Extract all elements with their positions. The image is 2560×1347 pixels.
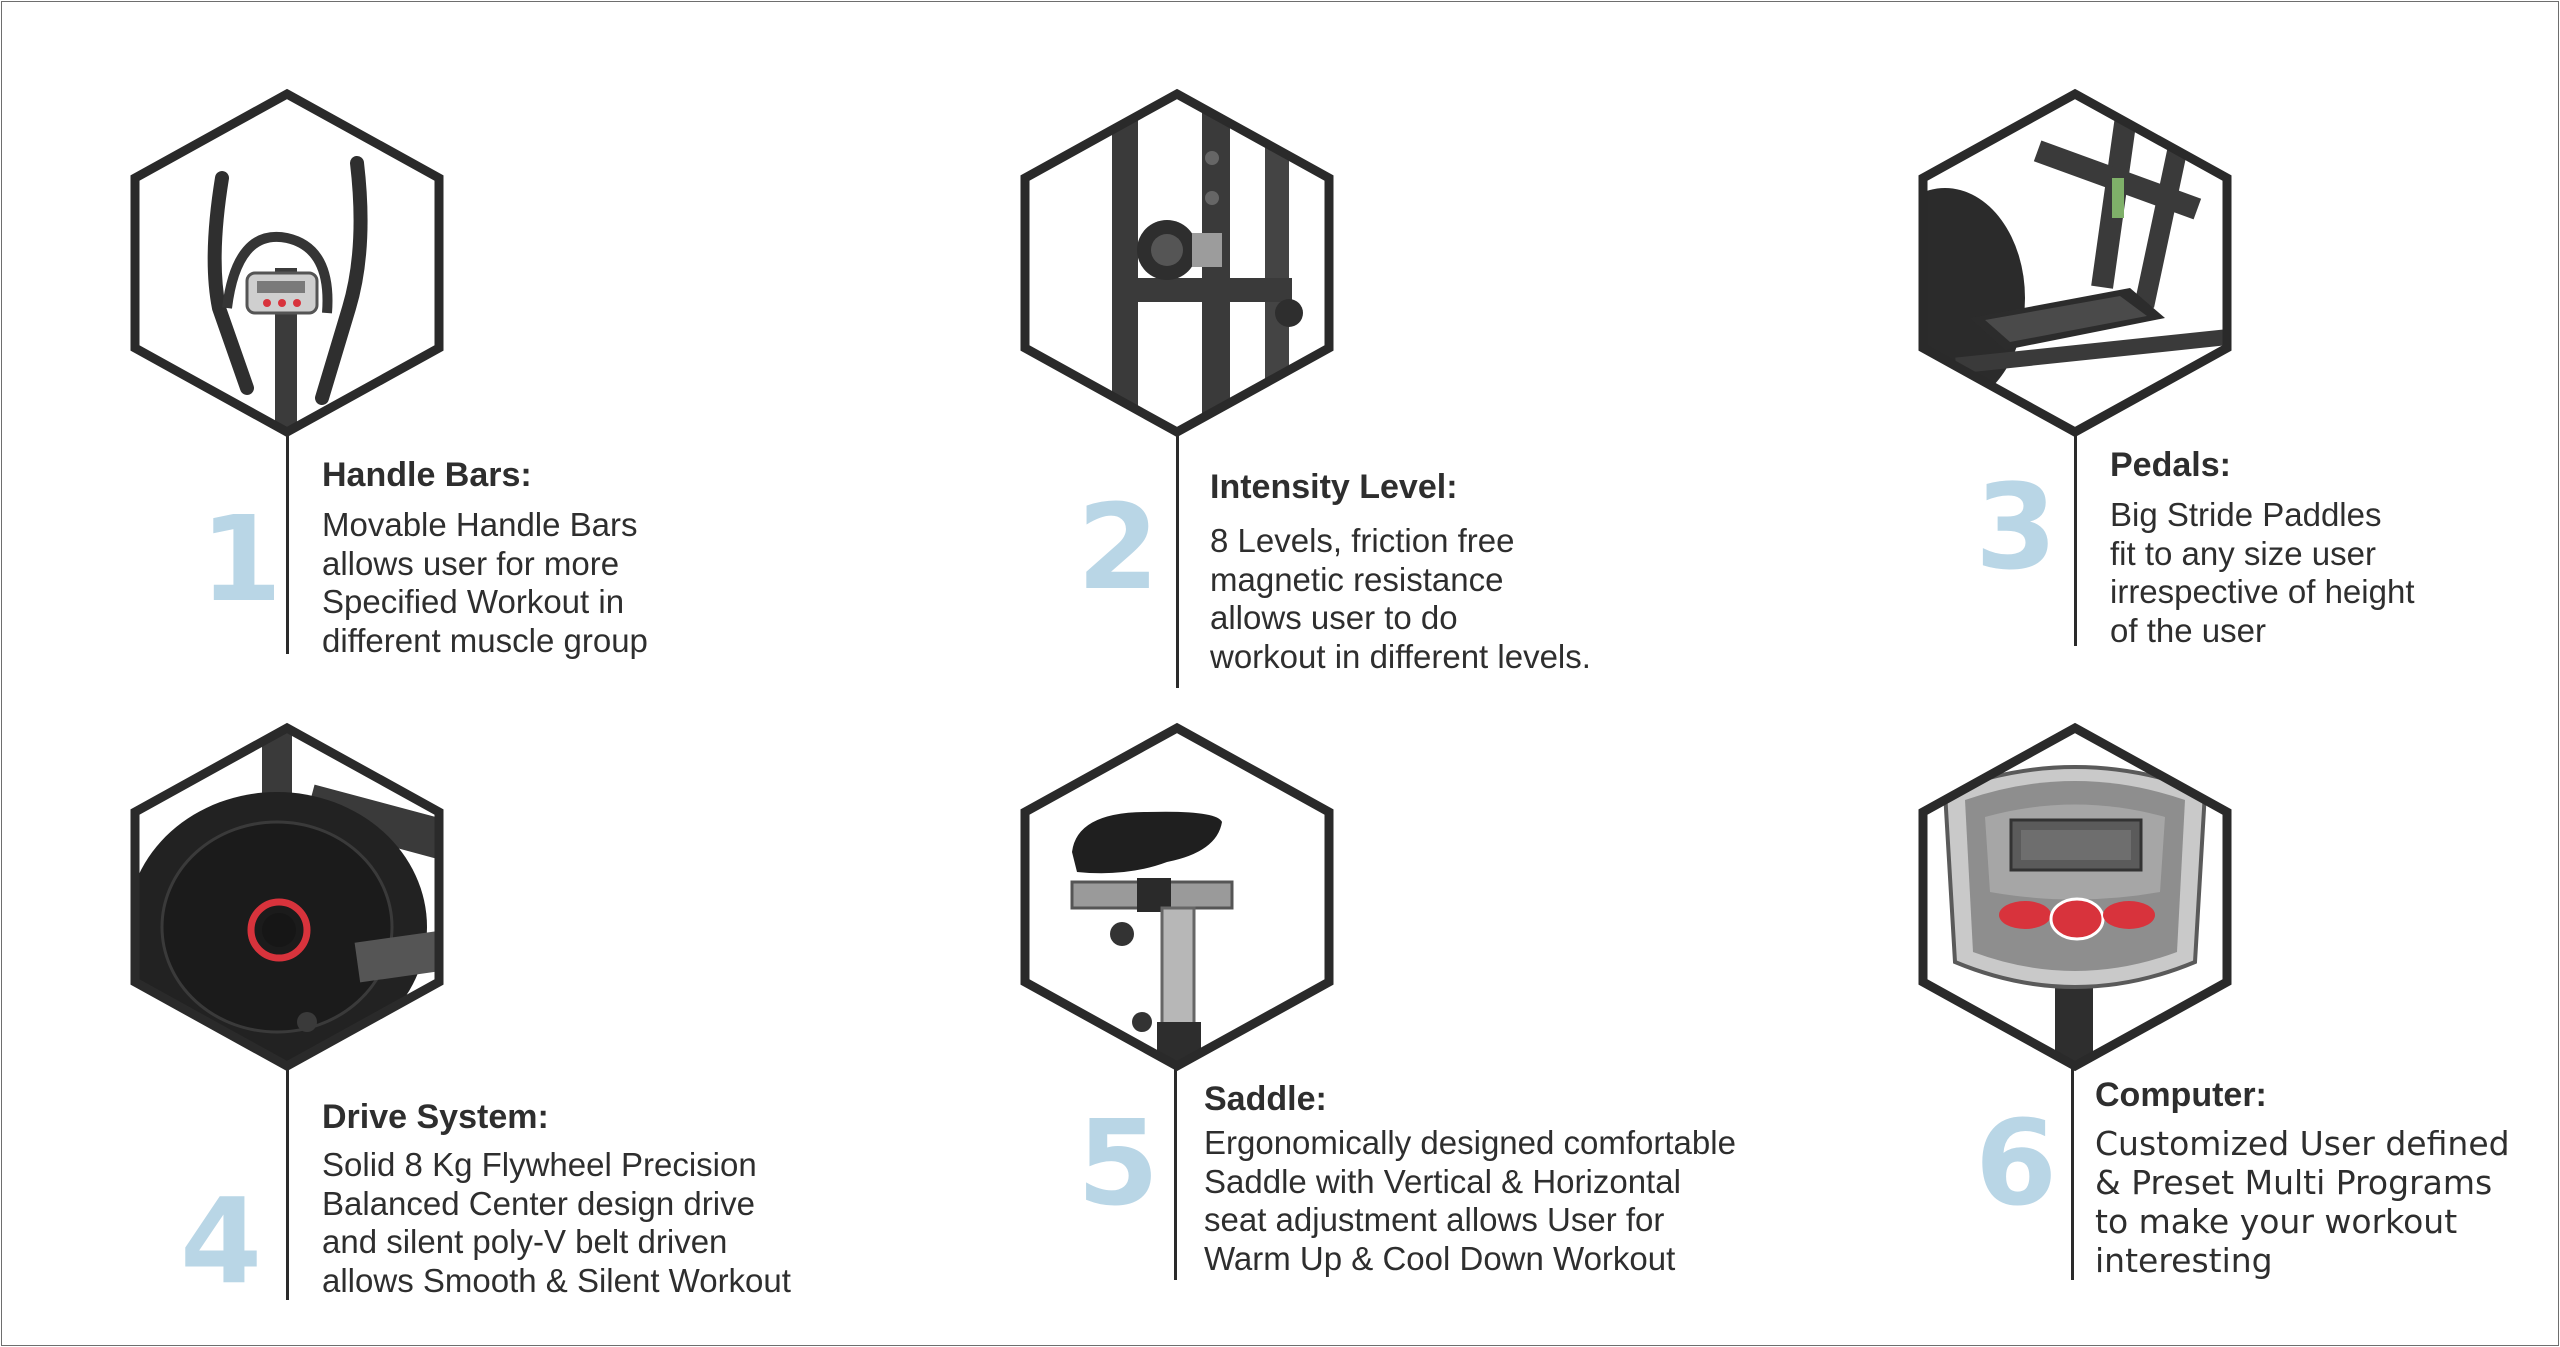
feature-number: 2 <box>1077 478 1160 616</box>
resistance-knob-photo <box>1017 88 1337 438</box>
flywheel-photo <box>127 722 447 1072</box>
feature-title: Computer: <box>2095 1076 2267 1114</box>
feature-title: Drive System: <box>322 1098 549 1136</box>
feature-title: Pedals: <box>2110 446 2231 484</box>
feature-title: Saddle: <box>1204 1080 1327 1118</box>
connector-line <box>2071 1066 2074 1280</box>
feature-number: 3 <box>1975 458 2058 596</box>
connector-line <box>1176 432 1179 688</box>
feature-number: 1 <box>200 490 283 628</box>
pedal-photo <box>1915 88 2235 438</box>
feature-number: 5 <box>1077 1094 1160 1232</box>
feature-number: 6 <box>1975 1094 2058 1232</box>
feature-title: Handle Bars: <box>322 456 532 494</box>
connector-line <box>286 432 289 654</box>
feature-title: Intensity Level: <box>1210 468 1458 506</box>
connector-line <box>1174 1066 1177 1280</box>
connector-line <box>286 1066 289 1300</box>
handle-bars-photo <box>127 88 447 438</box>
saddle-photo <box>1017 722 1337 1072</box>
feature-number: 4 <box>180 1172 263 1310</box>
feature-description: Customized User defined& Preset Multi Pr… <box>2095 1124 2510 1280</box>
connector-line <box>2074 432 2077 646</box>
console-photo <box>1915 722 2235 1072</box>
